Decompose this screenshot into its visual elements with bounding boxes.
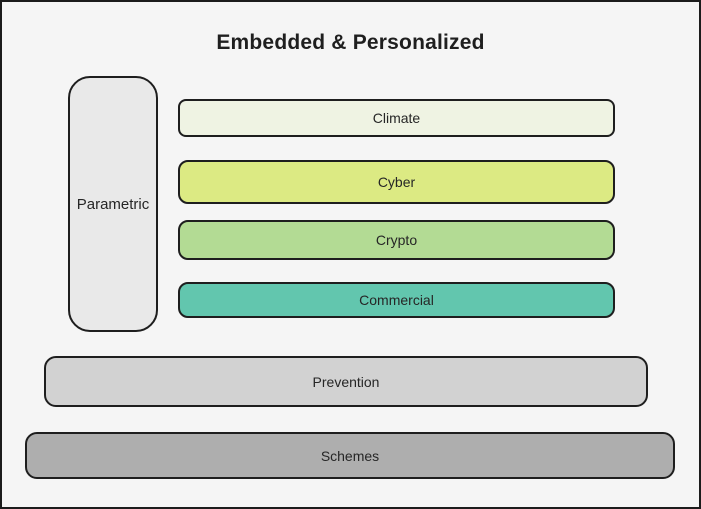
node-climate-label: Climate [372,110,421,126]
node-cyber: Cyber [178,160,615,204]
node-schemes: Schemes [25,432,675,479]
node-climate: Climate [178,99,615,137]
node-commercial: Commercial [178,282,615,318]
diagram-title: Embedded & Personalized [216,31,485,54]
node-cyber-label: Cyber [377,174,416,190]
node-parametric: Parametric [68,76,158,332]
node-prevention-label: Prevention [312,373,380,390]
node-crypto: Crypto [178,220,615,260]
node-prevention: Prevention [44,356,648,407]
node-parametric-label: Parametric [76,195,150,213]
node-commercial-label: Commercial [359,292,434,308]
node-schemes-label: Schemes [320,447,380,464]
node-crypto-label: Crypto [375,232,418,248]
